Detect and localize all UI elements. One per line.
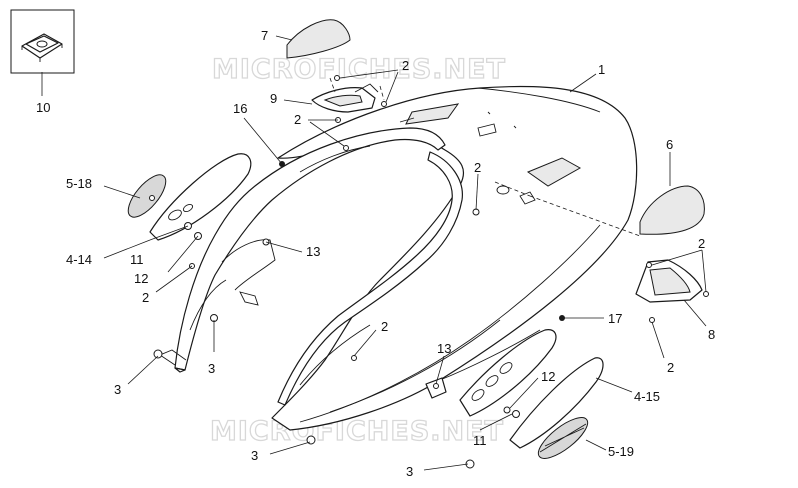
inner-rail xyxy=(277,151,463,406)
callout-3: 3 xyxy=(251,448,258,463)
callout-2: 2 xyxy=(402,58,409,73)
side-panel-left xyxy=(159,127,446,373)
callout-12: 12 xyxy=(541,369,555,384)
callout-11: 11 xyxy=(473,433,487,448)
callout-7: 7 xyxy=(261,28,268,43)
callout-16: 16 xyxy=(233,101,247,116)
watermark-bottom: MICROFICHES.NET xyxy=(210,416,504,447)
callout-4-14: 4-14 xyxy=(66,252,92,267)
side-panel-right xyxy=(439,329,541,381)
callout-2: 2 xyxy=(474,160,481,175)
callout-2: 2 xyxy=(294,112,301,127)
part-4-15-right-lamp xyxy=(459,329,604,449)
callout-2: 2 xyxy=(142,290,149,305)
part-10-inset xyxy=(10,9,75,74)
part-4-14-left-lamp xyxy=(149,153,252,241)
callout-12: 12 xyxy=(134,271,148,286)
watermark-top: MICROFICHES.NET xyxy=(212,54,506,85)
callout-13: 13 xyxy=(306,244,320,259)
callout-8: 8 xyxy=(708,327,715,342)
part-5-19-lens xyxy=(537,417,589,459)
callout-4-15: 4-15 xyxy=(634,389,660,404)
callout-5-19: 5-19 xyxy=(608,444,634,459)
callout-2: 2 xyxy=(667,360,674,375)
callout-17: 17 xyxy=(608,311,622,326)
callout-3: 3 xyxy=(406,464,413,479)
part-5-18-lens xyxy=(127,174,167,218)
leader-lines xyxy=(41,69,707,471)
part-8-right-bracket xyxy=(635,259,703,303)
callout-6: 6 xyxy=(666,137,673,152)
callout-11: 11 xyxy=(130,252,144,267)
callout-13: 13 xyxy=(437,341,451,356)
callout-10: 10 xyxy=(36,100,50,115)
callout-2: 2 xyxy=(698,236,705,251)
callout-3: 3 xyxy=(208,361,215,376)
part-6-right-cover xyxy=(639,185,705,235)
callout-5-18: 5-18 xyxy=(66,176,92,191)
callout-2: 2 xyxy=(381,319,388,334)
callout-labels: 10 7 2 9 1 16 2 6 5-18 2 4-14 11 13 12 2… xyxy=(36,28,715,479)
callout-9: 9 xyxy=(270,91,277,106)
callout-3: 3 xyxy=(114,382,121,397)
part-7-top-cover xyxy=(275,19,351,59)
callout-1: 1 xyxy=(598,62,605,77)
part-9-bracket xyxy=(311,77,385,113)
tail-fairing-main xyxy=(271,85,641,431)
